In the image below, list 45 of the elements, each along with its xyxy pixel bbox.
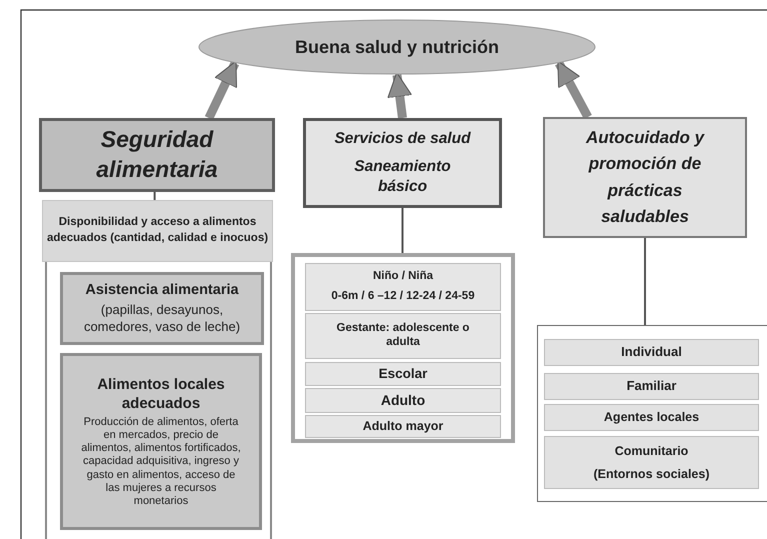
category-box xyxy=(60,353,262,530)
body-text: 0-6m / 6 –12 / 12-24 / 24-59 xyxy=(330,290,476,304)
title-box xyxy=(543,117,747,238)
row-box xyxy=(305,362,501,386)
heading-text: Individual xyxy=(620,344,683,361)
row-box xyxy=(544,404,759,431)
heading-text: Comunitario xyxy=(614,443,690,460)
row-box xyxy=(305,263,501,311)
block-arrow xyxy=(204,60,240,120)
row-box xyxy=(544,436,759,489)
body-text: Producción de alimentos, oferta en mercados, precio de alimentos, alimentos fortificados, capacidad adquisitiva, ingreso y gasto en alimentos, acceso de las mujeres a recursos monetarios xyxy=(80,416,242,508)
heading-band: Disponibilidad y acceso a alimentos adecuados (cantidad, calidad e inocuos) xyxy=(42,200,273,262)
heading-text: Servicios de salud xyxy=(333,128,472,149)
category-box xyxy=(60,272,264,345)
title-box xyxy=(303,118,502,208)
row-box xyxy=(544,339,759,366)
heading-text: Agentes locales xyxy=(602,409,700,426)
goal-ellipse xyxy=(198,19,596,75)
connector-line xyxy=(644,238,646,325)
group-frame xyxy=(291,253,515,443)
connector-line xyxy=(154,192,156,200)
heading-text: Adulto xyxy=(380,391,426,410)
row-box xyxy=(305,388,501,413)
block-arrow xyxy=(555,60,592,120)
heading-text: Adulto mayor xyxy=(362,418,444,435)
row-box xyxy=(305,313,501,359)
heading-text: Autocuidado y promoción de prácticas saludables xyxy=(584,126,706,228)
heading-text: Asistencia alimentaria xyxy=(84,281,240,300)
group-panel xyxy=(45,200,272,539)
block-arrow xyxy=(387,72,412,119)
title-box xyxy=(39,118,275,192)
row-box xyxy=(544,373,759,400)
heading-text: Escolar xyxy=(378,365,428,383)
group-frame xyxy=(537,325,767,502)
goal-text: Buena salud y nutrición xyxy=(294,36,500,58)
body-text: (papillas, desayunos, comedores, vaso de leche) xyxy=(82,302,242,336)
connector-line xyxy=(402,208,404,253)
heading-text: Alimentos locales adecuados xyxy=(96,374,226,414)
row-box xyxy=(305,415,501,438)
body-text: Saneamiento básico xyxy=(353,156,452,198)
heading-text: Niño / Niña xyxy=(372,270,434,284)
heading-text: Seguridad alimentaria xyxy=(95,125,219,184)
heading-text: Familiar xyxy=(626,378,678,395)
body-text: (Entornos sociales) xyxy=(592,466,710,482)
heading-text: Gestante: adolescente o adulta xyxy=(336,322,470,350)
